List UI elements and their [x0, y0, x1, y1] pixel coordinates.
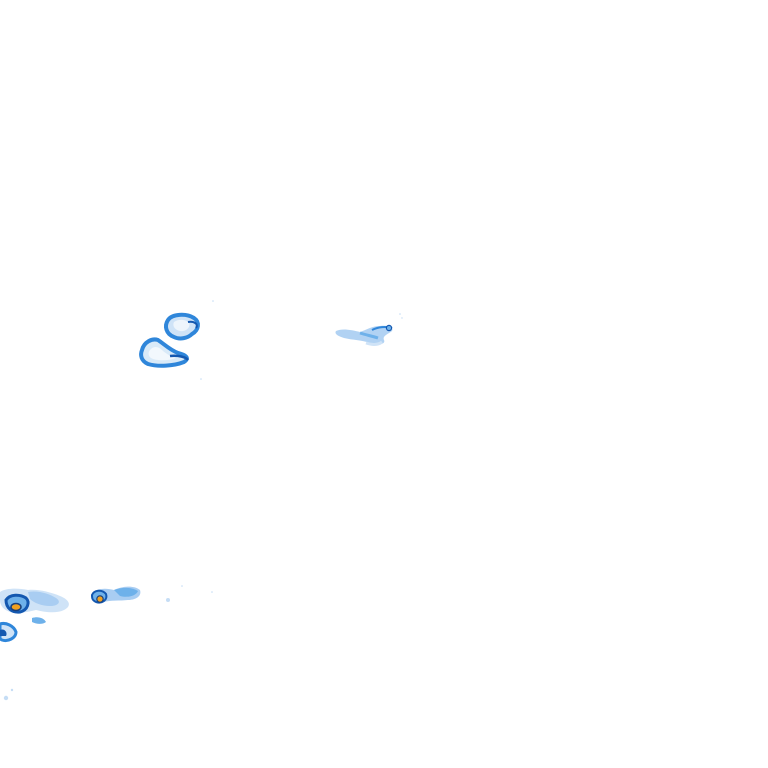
precip-cell-east-band [335, 324, 393, 346]
precip-cell-north-lower [139, 337, 190, 368]
precip-cell-southwest-edge [0, 622, 18, 642]
precip-cell-north-upper [164, 312, 200, 341]
precip-specks [3, 300, 403, 701]
precip-cell-southwest-main [0, 588, 69, 624]
precip-cell-southwest-mid [90, 586, 141, 604]
